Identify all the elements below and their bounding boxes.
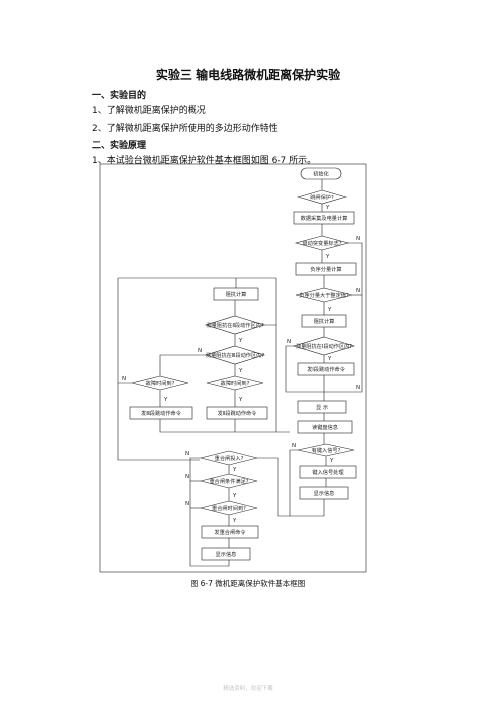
node-reclose-enabled: 重合闸投入? xyxy=(215,454,244,462)
section-heading-purpose: 一、实验目的 xyxy=(92,91,147,101)
node-neg-seq: 负序分量计算 xyxy=(310,265,341,273)
branch-n: N xyxy=(356,385,360,391)
branch-y: Y xyxy=(238,397,243,403)
node-impedance-2: 阻抗计算 xyxy=(226,290,247,298)
node-jump-decision: 跳闸保护? xyxy=(310,193,334,201)
branch-y: Y xyxy=(238,368,243,374)
branch-n: N xyxy=(356,236,360,242)
node-display: 显 示 xyxy=(316,404,328,411)
node-acquisition: 数据采集及电量计算 xyxy=(301,214,348,222)
page-title: 实验三 输电线路微机距离保护实验 xyxy=(155,68,341,82)
figure-caption: 图 6-7 微机距离保护软件基本框图 xyxy=(190,579,306,588)
branch-n: N xyxy=(292,443,296,449)
branch-n: N xyxy=(185,501,189,507)
node-key-process: 键入信号处理 xyxy=(312,468,344,476)
branch-y: Y xyxy=(232,518,237,524)
node-start-decision: 启动突变量标志? xyxy=(302,239,341,247)
node-time2-decision: 故障时间到? xyxy=(221,379,250,387)
branch-n: N xyxy=(287,339,291,345)
branch-n: N xyxy=(356,288,360,294)
footer-watermark: 精选资料，欢迎下载 xyxy=(223,686,273,692)
node-read-keyboard: 读键盘信息 xyxy=(312,423,338,431)
branch-n: N xyxy=(122,376,126,382)
node-zone1-decision: 测量阻抗在Ⅰ段动作区内? xyxy=(296,342,352,350)
node-zone3-decision: 测量阻抗在Ⅲ段动作区内? xyxy=(206,351,264,359)
node-neg-decision: 负序分量大于整定值? xyxy=(299,291,349,299)
node-trip-zone2: 发Ⅱ段跳动作命令 xyxy=(218,409,258,417)
node-reclose-command: 发重合闸命令 xyxy=(214,528,246,536)
branch-y: Y xyxy=(327,356,332,362)
node-trip-zone1: 发Ⅰ段跳动作命令 xyxy=(307,365,346,373)
node-show-info: 显示信息 xyxy=(314,489,335,497)
node-init: 初始化 xyxy=(313,170,329,178)
node-reclose-condition: 重合闸条件满足? xyxy=(209,477,248,485)
branch-y: Y xyxy=(163,397,168,403)
branch-n: N xyxy=(185,451,189,457)
branch-y: Y xyxy=(232,493,237,499)
section-heading-principle: 二、实验原理 xyxy=(92,141,147,151)
branch-y: Y xyxy=(232,467,237,473)
branch-y: Y xyxy=(327,307,332,313)
branch-y: Y xyxy=(329,458,334,464)
principle-item-1: 1、本试验台微机距离保护软件基本框图如图 6-7 所示。 xyxy=(92,156,317,166)
node-trip-zone3: 发Ⅲ段跳动作命令 xyxy=(141,409,182,417)
purpose-item-2: 2、了解微机距离保护所使用的多边形动作特性 xyxy=(92,124,278,134)
node-impedance-1: 阻抗计算 xyxy=(314,317,335,325)
branch-y: Y xyxy=(238,338,243,344)
branch-n: N xyxy=(198,348,202,354)
branch-n: N xyxy=(185,474,189,480)
node-zone2-decision: 测量阻抗在Ⅱ段动作区内? xyxy=(206,321,263,329)
node-reclose-time: 重合闸时间到? xyxy=(212,504,246,512)
node-time3-decision: 故障时间到? xyxy=(146,379,175,387)
branch-y: Y xyxy=(325,254,330,260)
branch-y: Y xyxy=(325,205,330,211)
purpose-item-1: 1、了解微机距离保护的概况 xyxy=(92,106,206,116)
node-show-info-2: 显示信息 xyxy=(216,550,237,558)
node-key-decision: 有键入信号? xyxy=(312,446,341,454)
